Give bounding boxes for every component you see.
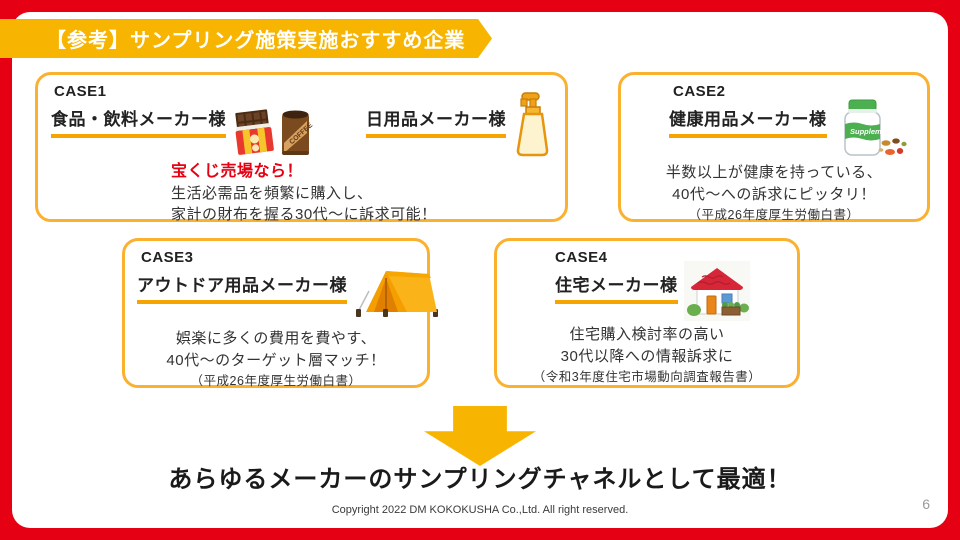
case3-line-1: 娯楽に多くの費用を費やす、 [175,330,377,347]
case1-company-food-beverage: 食品・飲料メーカー様 [51,105,314,161]
case2-box: CASE2 健康用品メーカー様 Supplement [618,72,930,222]
pump-bottle-icon [512,89,552,159]
copyright-text: Copyright 2022 DM KOKOKUSHA Co.,Ltd. All… [331,504,629,516]
case4-source: （令和3年度住宅市場動向調査報告書） [532,370,762,384]
case3-source: （平成26年度厚生労働白書） [190,374,362,388]
case4-box: CASE4 住宅メーカー様 [494,238,800,388]
case3-line-2: 40代〜のターゲット層マッチ！ [166,352,386,369]
conclusion-text: あらゆるメーカーのサンプリングチャネルとして最適！ [168,466,792,493]
case3-label: CASE3 [141,249,194,266]
page-number: 6 [922,496,930,512]
case4-line-2: 30代以降への情報訴求に [560,348,734,365]
house-icon [683,261,750,321]
case4-company-housing: 住宅メーカー様 [555,261,750,331]
case1-highlight: 宝くじ売場なら！ [171,163,304,180]
company-name: アウトドア用品メーカー様 [137,271,347,304]
case1-company-daily-goods: 日用品メーカー様 [366,92,552,175]
case1-line-2: 家計の財布を握る30代〜に訴求可能！ [171,206,437,223]
case2-label: CASE2 [673,83,726,100]
company-name: 日用品メーカー様 [366,105,506,138]
case1-label: CASE1 [54,83,107,100]
company-name: 食品・飲料メーカー様 [51,105,226,138]
snack-and-coffee-can-icon: COFFEE [232,105,314,161]
svg-text:Supplement: Supplement [850,127,893,136]
case2-line-2: 40代〜への訴求にピッタリ！ [672,186,876,203]
case2-company-health-goods: 健康用品メーカー様 Supplement [669,99,909,169]
title-banner: 【参考】サンプリング施策実施おすすめ企業 [0,19,492,58]
company-name: 住宅メーカー様 [555,271,678,304]
page-title: 【参考】サンプリング施策実施おすすめ企業 [46,30,466,52]
case2-line-1: 半数以上が健康を持っている、 [665,164,883,181]
case3-box: CASE3 アウトドア用品メーカー様 娯楽に多くの費用を費やす、 [122,238,438,388]
supplement-bottle-icon: Supplement [833,97,909,161]
company-name: 健康用品メーカー様 [669,105,827,138]
case1-line-1: 生活必需品を頻繁に購入し、 [171,185,373,202]
case4-line-1: 住宅購入検討率の高い [569,326,725,343]
case4-label: CASE4 [555,249,608,266]
case3-company-outdoor-goods: アウトドア用品メーカー様 [137,271,439,327]
tent-icon [353,263,439,319]
case1-box: CASE1 食品・飲料メーカー様 [35,72,568,223]
case2-source: （平成26年度厚生労働白書） [688,208,860,222]
